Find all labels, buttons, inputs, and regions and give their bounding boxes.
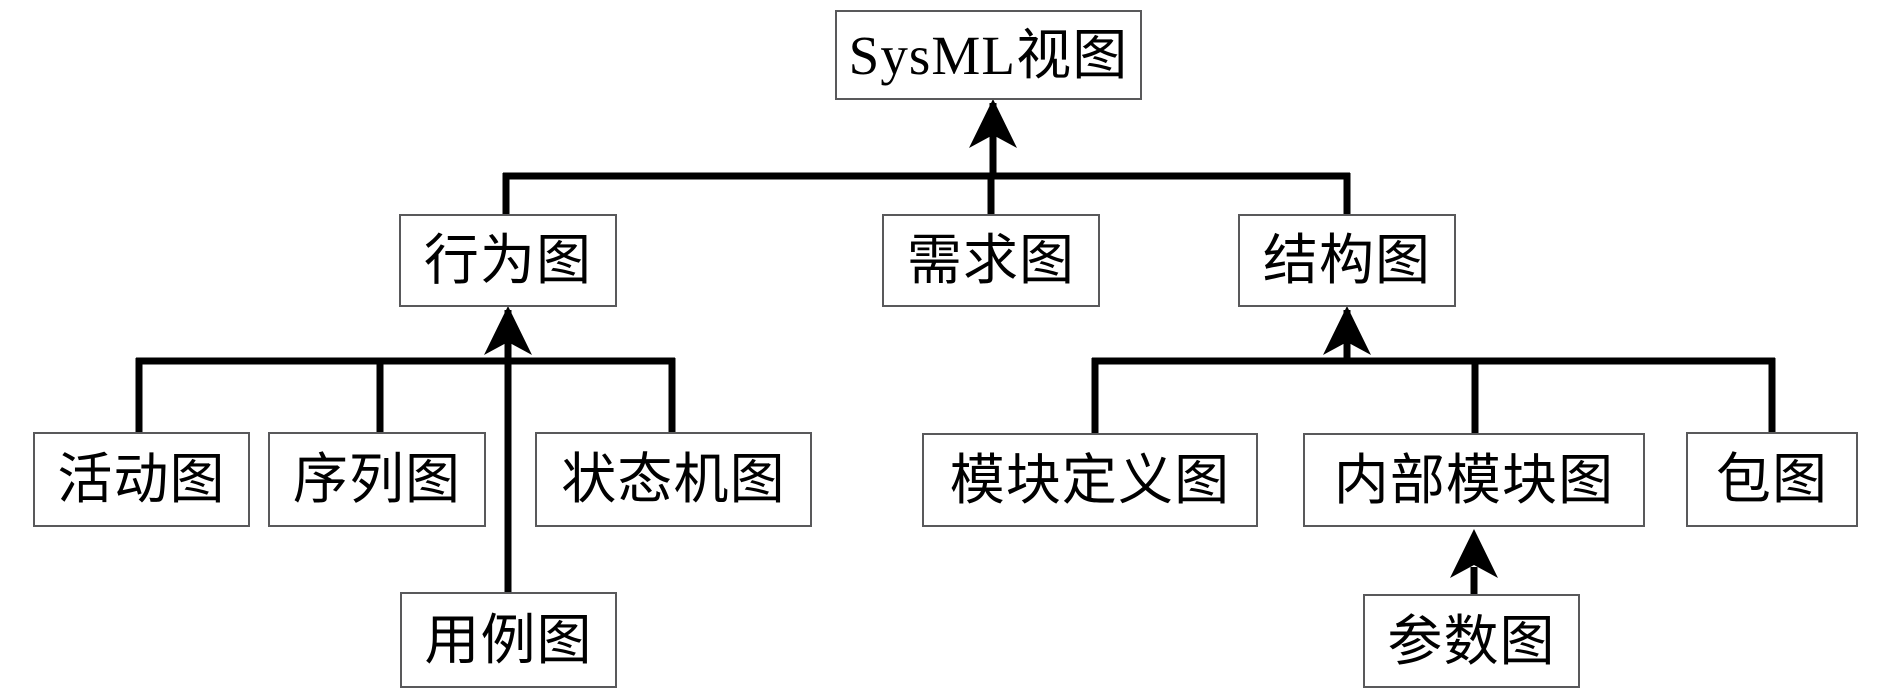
node-label-state-machine-diagram: 状态机图 [561, 449, 786, 510]
node-label-sequence-diagram: 序列图 [292, 449, 462, 510]
node-label-structure-diagram: 结构图 [1262, 230, 1432, 291]
node-label-use-case-diagram: 用例图 [424, 609, 593, 671]
node-parametric-diagram[interactable]: 参数图 [1363, 594, 1580, 688]
node-label-activity-diagram: 活动图 [57, 449, 226, 510]
node-label-parametric-diagram: 参数图 [1387, 610, 1556, 672]
node-activity-diagram[interactable]: 活动图 [33, 432, 250, 527]
node-sysml-view[interactable]: SysML视图 [835, 10, 1142, 100]
node-block-definition-diagram[interactable]: 模块定义图 [922, 433, 1258, 527]
node-label-block-definition-diagram: 模块定义图 [949, 449, 1231, 511]
arrowhead-to-behavior [484, 306, 532, 355]
node-label-sysml-view: SysML视图 [848, 24, 1129, 86]
node-label-requirement-diagram: 需求图 [906, 230, 1076, 291]
arrowhead-to-ibd [1450, 529, 1498, 578]
node-label-behavior-diagram: 行为图 [423, 230, 593, 291]
arrowhead-to-sysml-view [969, 99, 1017, 148]
node-label-internal-block-diagram: 内部模块图 [1333, 449, 1615, 511]
node-sequence-diagram[interactable]: 序列图 [268, 432, 486, 527]
node-requirement-diagram[interactable]: 需求图 [882, 214, 1100, 307]
node-internal-block-diagram[interactable]: 内部模块图 [1303, 433, 1645, 527]
node-use-case-diagram[interactable]: 用例图 [400, 592, 617, 688]
arrowhead-to-structure [1323, 306, 1371, 355]
node-label-package-diagram: 包图 [1715, 449, 1829, 510]
node-structure-diagram[interactable]: 结构图 [1238, 214, 1456, 307]
node-behavior-diagram[interactable]: 行为图 [399, 214, 617, 307]
node-state-machine-diagram[interactable]: 状态机图 [535, 432, 812, 527]
node-package-diagram[interactable]: 包图 [1686, 432, 1858, 527]
